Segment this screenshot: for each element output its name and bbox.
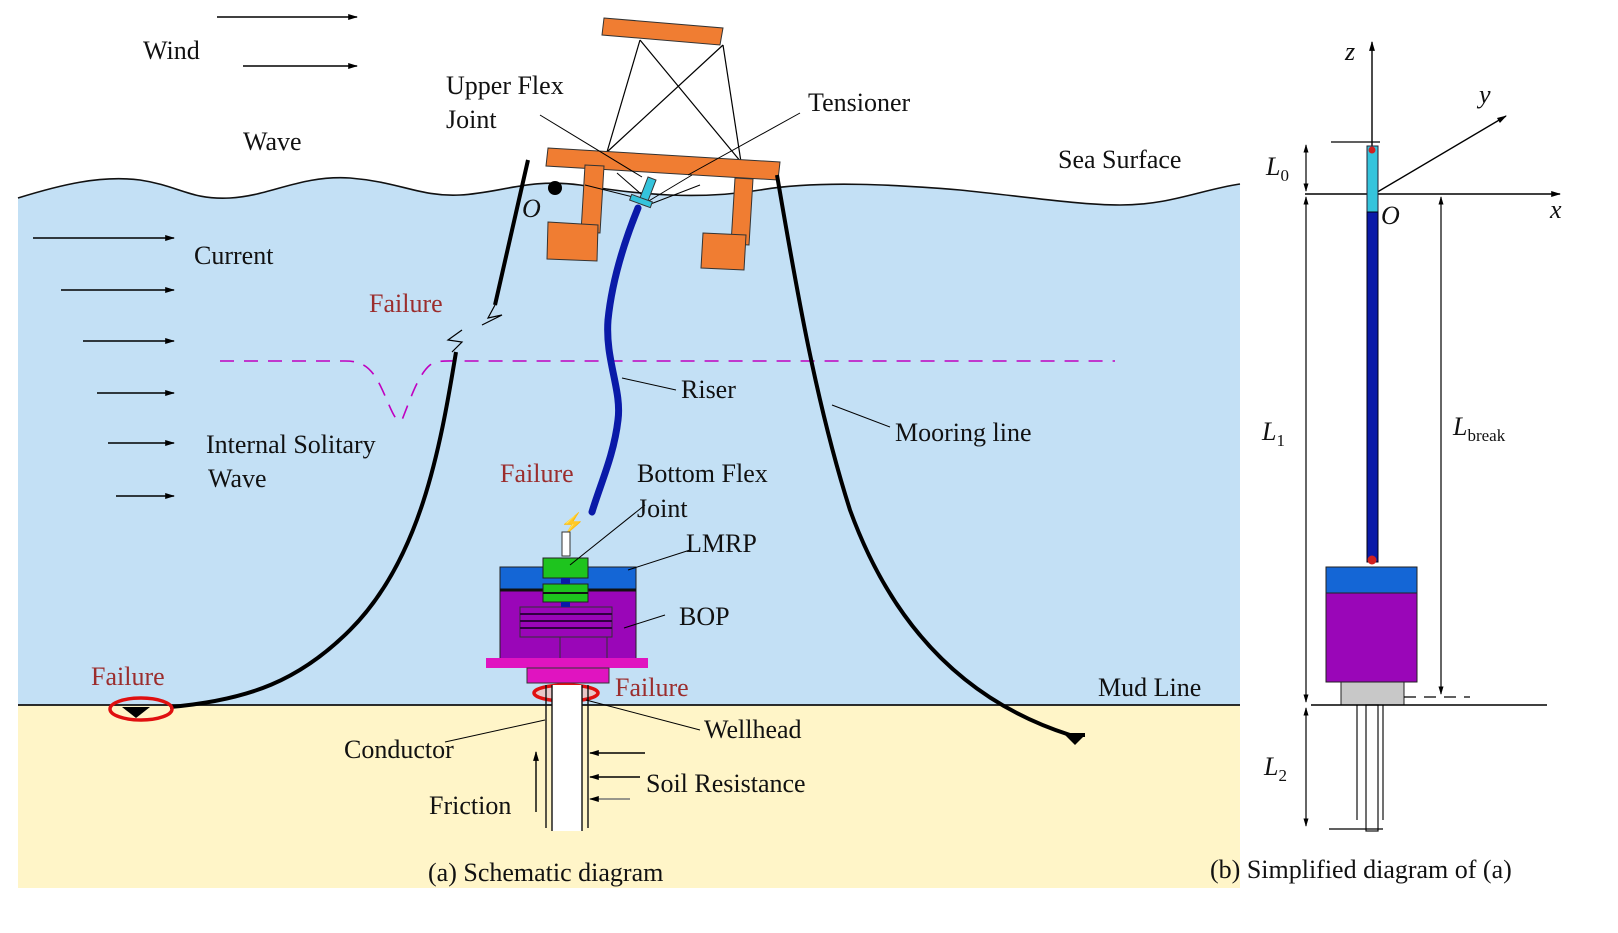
label-wave: Wave: [243, 127, 302, 156]
base-plate: [486, 658, 648, 668]
label-z-axis: z: [1344, 37, 1355, 66]
panel-a-schematic: ⚡: [17, 14, 1241, 888]
label-failure-wellhead: Failure: [615, 673, 689, 702]
sea-surface-line: [17, 176, 1241, 206]
conductor-simplified: [1365, 704, 1379, 832]
conductor: [552, 685, 582, 831]
anchor-right: [1065, 735, 1085, 745]
label-wellhead: Wellhead: [704, 715, 802, 744]
label-wind: Wind: [143, 36, 200, 65]
mooring-line-left: [493, 159, 530, 306]
label-failure-anchor: Failure: [91, 662, 165, 691]
label-current: Current: [194, 241, 274, 270]
wellhead-housing: [526, 667, 610, 684]
label-upper-flex-1: Upper Flex: [446, 71, 564, 100]
failure-ring-anchor: [108, 696, 174, 722]
anchor-left: [122, 707, 150, 718]
bottom-hinge: [1367, 555, 1377, 565]
caption-a: (a) Schematic diagram: [428, 858, 663, 887]
subsea-stack: ⚡: [486, 511, 648, 831]
label-isw-1: Internal Solitary: [206, 430, 376, 459]
mooring-line-right: [775, 174, 1085, 737]
top-hinge: [1368, 146, 1376, 154]
leader-bop: [623, 614, 666, 629]
lightning-icon: ⚡: [560, 511, 585, 535]
label-failure-mooring: Failure: [369, 289, 443, 318]
seabed: [18, 705, 1240, 888]
leader-riser: [621, 377, 677, 391]
y-axis: [1373, 115, 1507, 195]
label-Lbreak: Lbreak: [1452, 412, 1506, 445]
label-bop: BOP: [679, 602, 730, 631]
label-isw-2: Wave: [208, 464, 267, 493]
drilling-derrick: [601, 17, 742, 163]
label-mud-line: Mud Line: [1098, 673, 1201, 702]
mooring-line-left-lower: [169, 351, 458, 709]
label-mooring-line: Mooring line: [895, 418, 1032, 447]
label-friction: Friction: [429, 791, 511, 820]
label-y-axis: y: [1476, 80, 1491, 109]
riser: [588, 204, 642, 516]
caption-b: (b) Simplified diagram of (a): [1210, 855, 1512, 884]
sea-water: [18, 177, 1240, 705]
label-conductor: Conductor: [344, 735, 454, 764]
label-bottom-flex-1: Bottom Flex: [637, 459, 768, 488]
label-tensioner: Tensioner: [808, 88, 910, 117]
label-riser: Riser: [681, 375, 736, 404]
mooring-break-zigzag-upper: [481, 304, 503, 326]
label-failure-riser: Failure: [500, 459, 574, 488]
label-L2: L2: [1263, 752, 1287, 785]
leader-conductor: [444, 719, 546, 743]
lmrp-simplified: [1325, 566, 1418, 594]
internal-solitary-wave-line: [220, 360, 1115, 422]
label-bottom-flex-2: Joint: [637, 494, 688, 523]
leader-wellhead: [585, 699, 701, 731]
label-sea-surface: Sea Surface: [1058, 145, 1181, 174]
leader-tensioner: [687, 112, 801, 176]
leader-upper-flex: [539, 114, 643, 178]
label-L0: L0: [1265, 152, 1289, 185]
label-upper-flex-2: Joint: [446, 105, 497, 134]
flex-joint-simplified: [1366, 145, 1379, 213]
panel-b-simplified: z y x O L0 L1 L2 Lbreak (b) Simplified d…: [1210, 37, 1562, 884]
upper-flex-joint: [628, 176, 657, 209]
leader-lmrp: [627, 549, 691, 571]
label-x-axis: x: [1549, 195, 1562, 224]
label-lmrp: LMRP: [686, 529, 757, 558]
mooring-break-zigzag-lower: [446, 329, 464, 353]
lmrp-connector: [542, 557, 589, 579]
riser-simplified: [1366, 211, 1379, 563]
leader-bottom-flex: [569, 504, 646, 566]
label-L1: L1: [1261, 417, 1285, 450]
label-origin-b: O: [1381, 201, 1400, 230]
origin-point: [548, 181, 562, 195]
label-soil-resistance: Soil Resistance: [646, 769, 806, 798]
wellhead-simplified: [1340, 681, 1405, 706]
bop-simplified: [1325, 592, 1418, 683]
label-origin: O: [522, 194, 541, 223]
leader-mooring: [831, 404, 891, 428]
